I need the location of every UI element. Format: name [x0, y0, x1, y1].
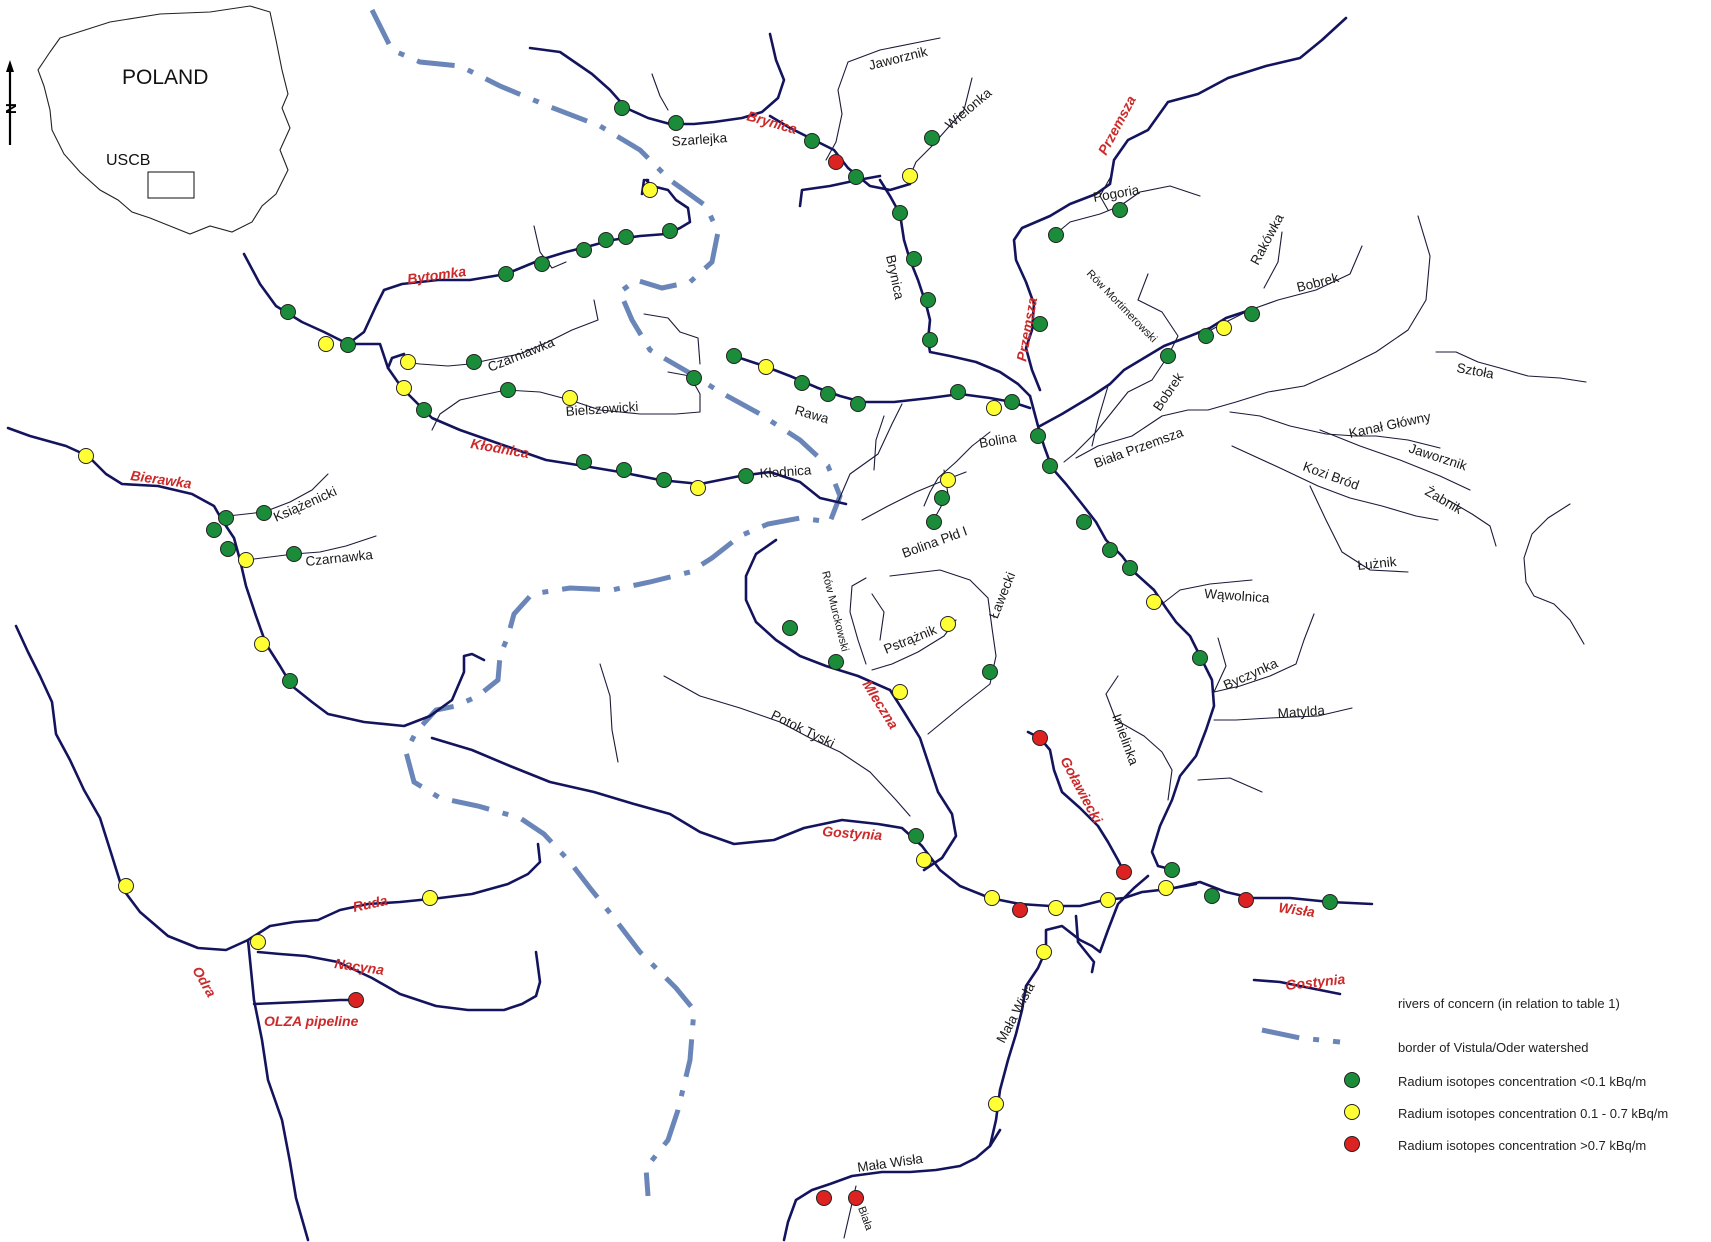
river-odra	[14, 624, 310, 1242]
black-labels: Jaworznik Wielonka Szarlejka Brynica Pog…	[271, 44, 1495, 1233]
label-wisla: Wisła	[1278, 899, 1317, 920]
label-olza: OLZA pipeline	[264, 1013, 359, 1029]
label-bobrek-mid: Bobrek	[1150, 370, 1186, 414]
legend-river-text: rivers of concern (in relation to table …	[1398, 996, 1620, 1011]
label-brynica-black: Brynica	[883, 254, 907, 302]
legend-watershed-text: border of Vistula/Oder watershed	[1398, 1040, 1589, 1055]
label-imielinka: Imielinka	[1109, 712, 1141, 768]
legend-sample-label: Gostynia	[1285, 971, 1346, 993]
label-bielszowicki: Bielszowicki	[565, 399, 639, 419]
label-jaworznik-right: Jaworznik	[1407, 441, 1469, 474]
sampling-points	[78, 100, 1338, 1206]
legend-yellow-text: Radium isotopes concentration 0.1 - 0.7 …	[1398, 1106, 1668, 1121]
uscb-box	[147, 171, 195, 199]
label-rawa: Rawa	[793, 402, 831, 426]
legend-item-yellow: Radium isotopes concentration 0.1 - 0.7 …	[1344, 1104, 1668, 1121]
label-szarlejka: Szarlejka	[671, 130, 728, 149]
river-przemsza-upper	[1012, 16, 1348, 392]
yellow-points	[78, 168, 1232, 1112]
river-bytomka	[242, 178, 692, 346]
label-brynica-red: Brynica	[745, 108, 799, 138]
label-bobrek-top: Bobrek	[1295, 270, 1340, 295]
label-gostynia: Gostynia	[822, 823, 883, 843]
olza-pipeline	[252, 998, 358, 1006]
river-bierawka	[6, 426, 486, 728]
river-bobrek	[1038, 308, 1252, 428]
label-odra: Odra	[189, 964, 219, 1000]
inset-region-label: USCB	[106, 152, 150, 169]
river-mleczna	[744, 538, 958, 872]
river-ruda	[246, 842, 542, 942]
minor-rivers	[227, 37, 1587, 1239]
river-gostynia	[430, 736, 1198, 908]
inset-country-label: POLAND	[122, 66, 208, 89]
label-wawolnica: Wąwolnica	[1204, 586, 1271, 606]
legend-item-green: Radium isotopes concentration <0.1 kBq/m	[1344, 1072, 1646, 1089]
label-pstraznik: Pstrążnik	[882, 622, 939, 657]
river-brynica	[878, 178, 1032, 398]
river-wisla	[1172, 880, 1374, 906]
river-mala-wisla	[782, 874, 1150, 1242]
river-szarlejka	[528, 32, 786, 126]
label-byczynka: Byczynka	[1221, 655, 1280, 692]
label-ksiazenicki: Książenicki	[271, 484, 339, 525]
label-przemsza-upper: Przemsza	[1095, 93, 1140, 158]
label-row-murckowski: Rów Murckowski	[819, 570, 851, 653]
legend-item-red: Radium isotopes concentration >0.7 kBq/m	[1344, 1136, 1646, 1153]
legend-red-text: Radium isotopes concentration >0.7 kBq/m	[1398, 1138, 1646, 1153]
legend-item-watershed: border of Vistula/Oder watershed	[1261, 1027, 1589, 1055]
watershed-border	[369, 8, 843, 1197]
label-klodnica-black: Kłodnica	[759, 462, 812, 481]
label-lawecki: Ławecki	[986, 570, 1018, 621]
legend-item-river: Gostynia rivers of concern (in relation …	[1252, 971, 1620, 1011]
north-letter: N	[3, 103, 20, 114]
river-rawa	[732, 354, 1032, 410]
label-jaworznik-top: Jaworznik	[867, 44, 929, 73]
green-points	[206, 100, 1338, 910]
north-arrow-icon: N	[3, 60, 20, 145]
river-nacyna	[256, 950, 542, 1012]
label-sztola: Sztoła	[1455, 360, 1495, 381]
label-czarnawka: Czarnawka	[305, 547, 374, 569]
red-points	[348, 154, 1254, 1206]
label-bytomka: Bytomka	[406, 263, 467, 287]
legend-green-text: Radium isotopes concentration <0.1 kBq/m	[1398, 1074, 1646, 1089]
label-klodnica: Kłodnica	[469, 435, 530, 461]
label-pogoria: Pogoria	[1092, 182, 1141, 205]
label-ruda: Ruda	[351, 892, 389, 915]
poland-outline	[37, 5, 291, 235]
river-golawiecki	[1026, 730, 1126, 874]
label-nacyna: Nacyna	[334, 955, 386, 978]
label-golawiecki: Goławiecki	[1057, 754, 1106, 827]
inset-map: POLAND USCB N	[3, 5, 291, 235]
label-luznik: Łużnik	[1357, 554, 1398, 573]
label-bolina: Bolina	[978, 430, 1018, 451]
label-zabnik: Żabnik	[1423, 484, 1466, 517]
river-przemsza-lower	[1028, 394, 1216, 872]
label-row-mortimerowski: Rów Mortimerowski	[1084, 268, 1159, 345]
label-kozi-brod: Kozi Bród	[1301, 459, 1361, 493]
label-potok-tyski: Potok Tyski	[769, 707, 837, 751]
label-matylda: Matylda	[1277, 703, 1326, 721]
label-czarniawka: Czarniawka	[486, 334, 557, 375]
label-biala: Biała	[855, 1205, 875, 1233]
label-kanal-glowny: Kanał Główny	[1348, 409, 1433, 441]
legend: Gostynia rivers of concern (in relation …	[1252, 971, 1668, 1153]
